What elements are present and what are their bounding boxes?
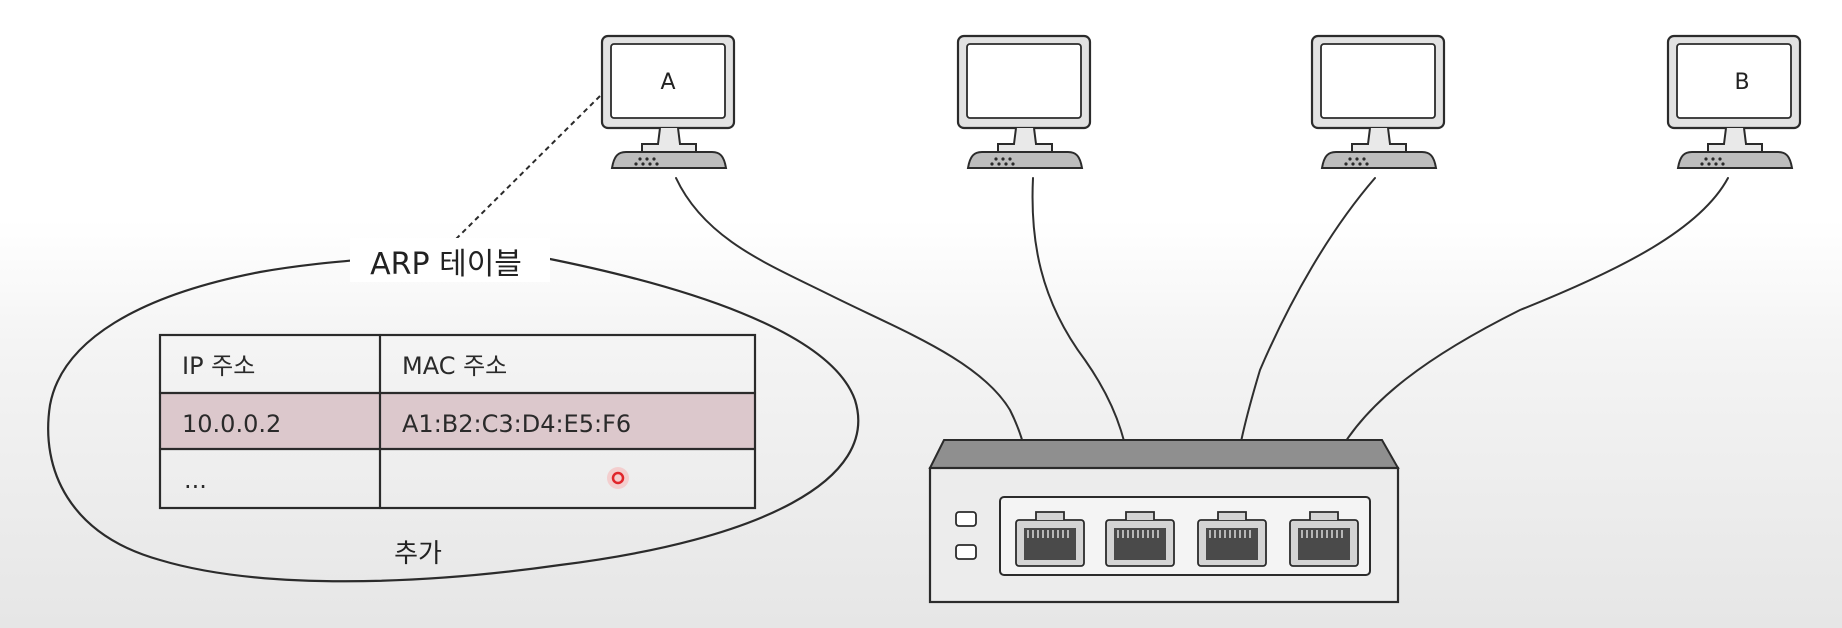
monitor-screen [610,43,726,119]
computer-2 [956,34,1092,169]
keyboard [610,151,728,169]
row-1-mac: A1:B2:C3:D4:E5:F6 [402,410,631,438]
computer-b: B [1666,34,1802,169]
computer-label: A [660,70,675,95]
arp-table-connector [454,95,601,241]
keyboard-keys [990,157,1015,166]
arp-table: IP 주소 MAC 주소 10.0.0.2 A1:B2:C3:D4:E5:F6 … [158,333,757,510]
monitor-screen [1320,43,1436,119]
bubble-outline [47,256,860,583]
status-light-2 [955,544,977,560]
monitor-stand [1707,127,1763,153]
ethernet-port-4 [1289,511,1359,567]
arp-table-bubble: ARP 테이블 IP 주소 MAC 주소 10.0.0.2 A1:B2:C3:D… [47,238,860,583]
arp-table-title: ARP 테이블 [370,247,522,282]
ethernet-port-1 [1015,511,1085,567]
monitor-stand [641,127,697,153]
row-2-ip: ... [184,466,207,494]
highlight-row [160,393,755,449]
switch-top [928,439,1400,469]
computer-label: B [1734,70,1749,95]
monitor-stand [997,127,1053,153]
keyboard [966,151,1084,169]
ethernet-port-3 [1197,511,1267,567]
computer-3 [1310,34,1446,169]
network-switch [928,439,1400,604]
keyboard-keys [1344,157,1369,166]
keyboard-keys [634,157,659,166]
keyboard-keys [1700,157,1725,166]
arp-table-note: 추가 [394,539,442,569]
cursor-indicator [607,467,629,489]
ethernet-port-2 [1105,511,1175,567]
computer-a: A [600,34,736,169]
table-border [158,333,757,510]
row-1-ip: 10.0.0.2 [182,410,281,438]
title-mask [350,238,550,282]
header-ip: IP 주소 [182,352,255,380]
monitor-screen [1676,43,1792,119]
header-mac: MAC 주소 [402,352,507,380]
status-light-1 [955,511,977,527]
port-panel [999,496,1371,576]
monitor-screen [966,43,1082,119]
keyboard [1320,151,1438,169]
monitor-stand [1351,127,1407,153]
keyboard [1676,151,1794,169]
